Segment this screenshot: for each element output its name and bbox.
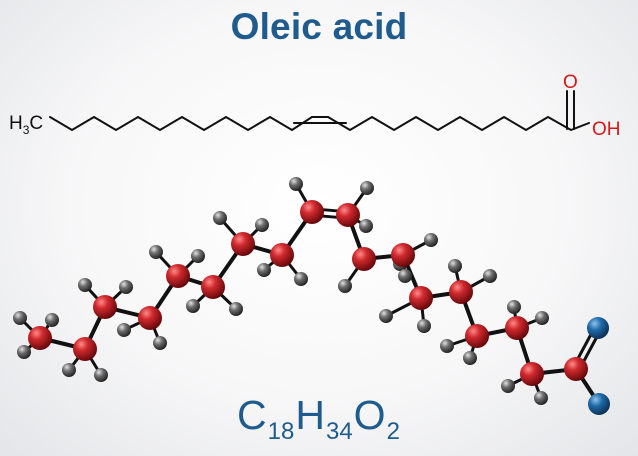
carbon-atom	[166, 264, 190, 288]
molecular-formula: C18H34O2	[237, 392, 400, 445]
hydrogen-atom	[213, 211, 227, 225]
hydrogen-atom	[191, 249, 205, 263]
carbon-atom	[465, 324, 489, 348]
carbon-atom	[231, 232, 255, 256]
carbon-atom	[73, 337, 97, 361]
hydrogen-atom	[507, 300, 521, 314]
hydrogen-atom	[359, 219, 373, 233]
hydrogen-atom	[257, 263, 271, 277]
oxygen-atom	[588, 393, 610, 415]
hydrogen-atom	[17, 345, 31, 359]
hydrogen-atom	[149, 245, 163, 259]
hydrogen-atom	[117, 323, 131, 337]
oxygen-atom	[587, 317, 609, 339]
carbon-atom	[336, 203, 360, 227]
hydrogen-atom	[289, 177, 303, 191]
hydrogen-atom	[13, 311, 27, 325]
carbonyl-oxygen-label: O	[563, 72, 578, 93]
hydrogen-atom	[440, 339, 454, 353]
hydrogen-atom	[417, 319, 431, 333]
carbon-atom	[409, 286, 433, 310]
hydrogen-atom	[360, 181, 374, 195]
carbon-atom	[391, 243, 415, 267]
carbon-atom	[270, 243, 294, 267]
hydrogen-atom	[119, 280, 133, 294]
ball-stick-atoms	[13, 177, 610, 415]
chain-right	[327, 116, 590, 131]
hydrogen-atom	[338, 279, 352, 293]
carbon-atom	[505, 316, 529, 340]
hydrogen-atom	[424, 233, 438, 247]
hydrogen-atom	[398, 269, 412, 283]
hydrogen-atom	[94, 368, 108, 382]
methyl-label: H3C	[9, 113, 43, 137]
chain-left	[49, 116, 313, 131]
hydrogen-atom	[501, 379, 515, 393]
carbon-atom	[564, 357, 588, 381]
hydrogen-atom	[463, 351, 477, 365]
carbon-atom	[201, 275, 225, 299]
hydrogen-atom	[255, 218, 269, 232]
hydroxyl-label: OH	[592, 119, 621, 140]
hydrogen-atom	[294, 272, 308, 286]
hydrogen-atom	[229, 302, 243, 316]
hydrogen-atom	[483, 269, 497, 283]
carbon-atom	[138, 306, 162, 330]
carbon-atom	[300, 200, 324, 224]
hydrogen-atom	[448, 259, 462, 273]
hydrogen-atom	[379, 309, 393, 323]
hydrogen-atom	[78, 278, 92, 292]
hydrogen-atom	[534, 391, 548, 405]
carbon-atom	[449, 280, 473, 304]
hydrogen-atom	[153, 336, 167, 350]
carbon-atom	[28, 326, 52, 350]
hydrogen-atom	[45, 313, 59, 327]
hydrogen-atom	[186, 299, 200, 313]
skeletal-formula	[49, 90, 590, 131]
hydrogen-atom	[535, 311, 549, 325]
carbon-atom	[352, 247, 376, 271]
carbon-atom	[93, 295, 117, 319]
hydrogen-atom	[62, 363, 76, 377]
carbon-atom	[520, 362, 544, 386]
page-title: Oleic acid	[230, 6, 408, 47]
